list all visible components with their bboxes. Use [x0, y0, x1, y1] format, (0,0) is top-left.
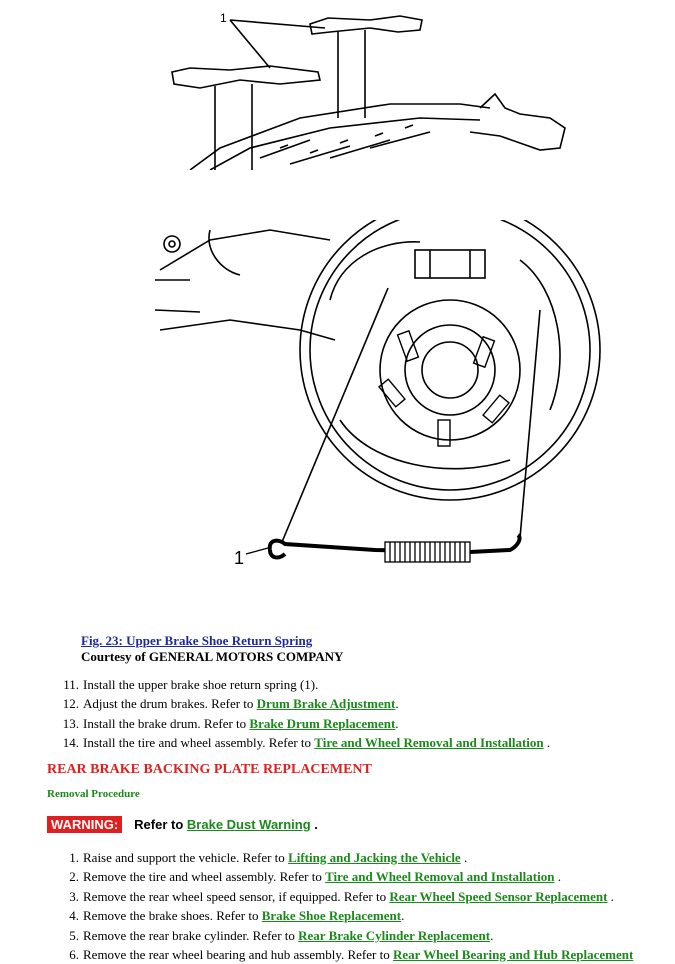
top-callout-label: 1 [220, 11, 227, 25]
bracket-diagram: 1 [171, 11, 566, 170]
tire-wheel-link[interactable]: Tire and Wheel Removal and Installation [314, 735, 544, 751]
brake-assembly-diagram: 1 [154, 220, 601, 568]
wheel-speed-sensor-link[interactable]: Rear Wheel Speed Sensor Replacement [389, 888, 608, 904]
list-item: 13.Install the brake drum. Refer to Brak… [62, 715, 399, 731]
figure-caption: Fig. 23: Upper Brake Shoe Return Spring … [81, 633, 343, 665]
figure-title-link[interactable]: Fig. 23: Upper Brake Shoe Return Spring [81, 633, 313, 648]
brake-dust-warning-link[interactable]: Brake Dust Warning [186, 817, 311, 832]
list-item: 14.Install the tire and wheel assembly. … [62, 735, 551, 751]
list-item: 4.Remove the brake shoes. Refer to Brake… [69, 908, 405, 924]
figure-credit: Courtesy of GENERAL MOTORS COMPANY [81, 649, 344, 664]
spring-callout-label: 1 [234, 548, 244, 568]
lifting-jacking-link[interactable]: Lifting and Jacking the Vehicle [288, 850, 461, 865]
install-steps-list: 11.Install the upper brake shoe return s… [57, 675, 550, 753]
tire-wheel-link[interactable]: Tire and Wheel Removal and Installation [325, 869, 555, 885]
list-item: 2.Remove the tire and wheel assembly. Re… [69, 869, 561, 885]
brake-drum-replacement-link[interactable]: Brake Drum Replacement [249, 715, 396, 731]
removal-steps-list: 1.Raise and support the vehicle. Refer t… [57, 848, 633, 964]
wheel-bearing-hub-link[interactable]: Rear Wheel Bearing and Hub Replacement [392, 947, 634, 963]
procedure-subtitle: Removal Procedure [47, 788, 140, 800]
brake-cylinder-link[interactable]: Rear Brake Cylinder Replacement [298, 927, 491, 943]
brake-shoe-replacement-link[interactable]: Brake Shoe Replacement [261, 908, 402, 924]
list-item: 1.Raise and support the vehicle. Refer t… [69, 850, 468, 865]
warning-row: WARNING:Refer to Brake Dust Warning . [47, 816, 318, 833]
warning-badge: WARNING: [47, 816, 123, 833]
section-title: REAR BRAKE BACKING PLATE REPLACEMENT [47, 762, 372, 777]
list-item: 6.Remove the rear wheel bearing and hub … [69, 947, 634, 963]
list-item: 3.Remove the rear wheel speed sensor, if… [69, 888, 614, 904]
list-item: 11.Install the upper brake shoe return s… [63, 677, 319, 692]
drum-brake-adjustment-link[interactable]: Drum Brake Adjustment [256, 696, 396, 712]
list-item: 5.Remove the rear brake cylinder. Refer … [69, 927, 494, 943]
list-item: 12.Adjust the drum brakes. Refer to Drum… [62, 696, 399, 712]
warning-text: Refer to [134, 817, 187, 832]
